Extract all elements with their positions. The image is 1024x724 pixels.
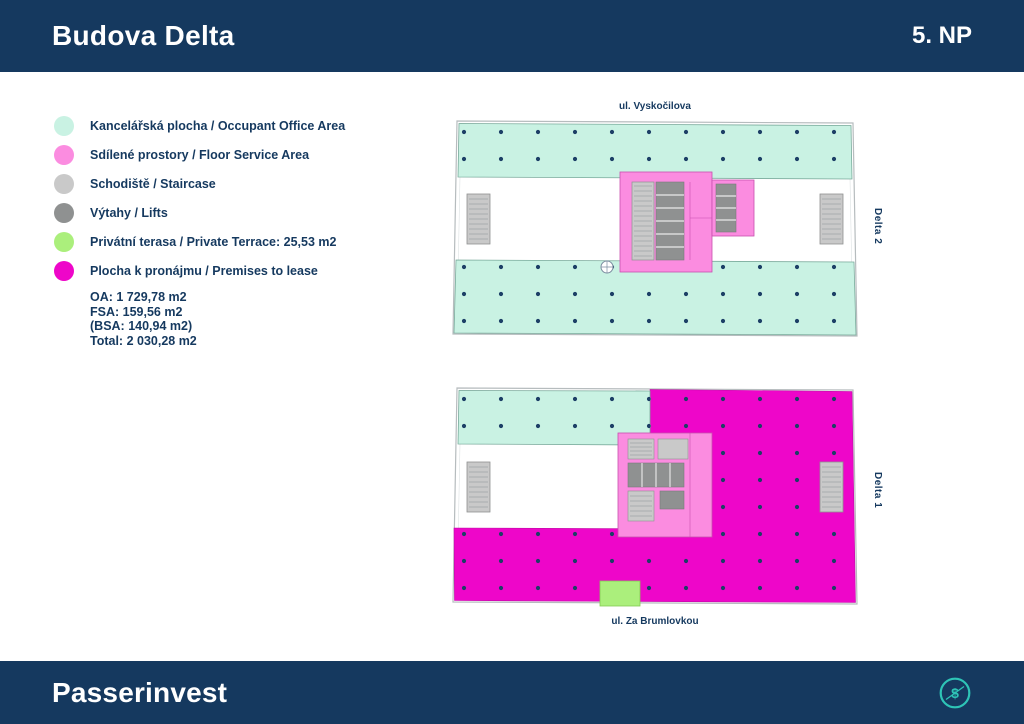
- core-partitions: [689, 182, 712, 260]
- logo-ring: [939, 677, 971, 708]
- stair-treads: [469, 198, 488, 240]
- stair-treads: [630, 442, 652, 456]
- logo-meridian-line: [945, 685, 965, 700]
- stair-treads: [634, 185, 652, 257]
- lease-fsa-value: FSA: 159,56 m2: [90, 304, 183, 319]
- office-area-swatch: [54, 116, 74, 136]
- header-bar: Budova Delta 5. NP: [0, 0, 1024, 72]
- legend-label: Sdílené prostory / Floor Service Area: [90, 148, 310, 162]
- service-area-swatch: [54, 145, 74, 165]
- stair-treads: [469, 466, 488, 508]
- floor-plan-delta1: [452, 387, 858, 607]
- legend-item-lease: Plocha k pronájmu / Premises to lease: [54, 261, 345, 281]
- lease-oa-value: OA: 1 729,78 m2: [90, 290, 187, 304]
- lease-swatch: [54, 261, 74, 281]
- core-staircase-upper: [627, 438, 655, 460]
- legend-item-service: Sdílené prostory / Floor Service Area: [54, 145, 345, 165]
- stair-treads: [822, 466, 841, 508]
- core-room: [657, 438, 689, 460]
- column-grid-dots: [458, 123, 852, 179]
- floor-label: 5. NP: [911, 22, 972, 49]
- hub-symbol-cross: [601, 261, 613, 273]
- legend-label: Schodiště / Staircase: [90, 177, 216, 191]
- private-terrace: [599, 580, 641, 607]
- footer-bar: Passerinvest $: [0, 661, 1024, 724]
- legend-label: Kancelářská plocha / Occupant Office Are…: [90, 119, 346, 133]
- building-label-delta2: Delta 2: [872, 208, 883, 245]
- lease-total-value: Total: 2 030,28 m2: [90, 333, 197, 348]
- passerinvest-logotype: Passerinvest: [52, 676, 228, 708]
- building-label-delta1: Delta 1: [872, 472, 883, 509]
- logo-glyph: $: [951, 685, 959, 701]
- column-grid-dots: [454, 260, 856, 335]
- lift-dividers: [716, 195, 736, 221]
- staircase-swatch: [54, 174, 74, 194]
- legend-label: Privátní terasa / Private Terrace: 25,53…: [90, 235, 337, 249]
- stair-treads: [822, 198, 841, 240]
- legend: Kancelářská plocha / Occupant Office Are…: [54, 116, 345, 348]
- stair-treads: [630, 495, 652, 517]
- legend-label: Plocha k pronájmu / Premises to lease: [90, 264, 318, 278]
- legend-item-office: Kancelářská plocha / Occupant Office Are…: [54, 116, 345, 136]
- lift-dividers: [641, 463, 671, 487]
- lift-shaft-small: [659, 490, 685, 510]
- legend-label: Výtahy / Lifts: [90, 206, 168, 220]
- column-grid-dots: [458, 390, 650, 445]
- legend-item-staircase: Schodiště / Staircase: [54, 174, 345, 194]
- lease-bsa-value: (BSA: 140,94 m2): [90, 319, 193, 333]
- lift-dividers: [656, 194, 684, 248]
- floor-plan-delta2: [452, 120, 858, 337]
- legend-item-terrace: Privátní terasa / Private Terrace: 25,53…: [54, 232, 345, 252]
- lifts-swatch: [54, 203, 74, 223]
- column-grid-dots: [454, 389, 856, 603]
- street-label-za-brumlovkou: ul. Za Brumlovkou: [611, 616, 699, 627]
- passerinvest-logo-icon: $: [939, 677, 971, 708]
- street-label-vyskocilova: ul. Vyskočilova: [619, 101, 691, 112]
- building-title: Budova Delta: [52, 20, 235, 51]
- legend-item-lifts: Výtahy / Lifts: [54, 203, 345, 223]
- lease-details: OA: 1 729,78 m2 FSA: 159,56 m2 (BSA: 140…: [90, 290, 345, 348]
- terrace-swatch: [54, 232, 74, 252]
